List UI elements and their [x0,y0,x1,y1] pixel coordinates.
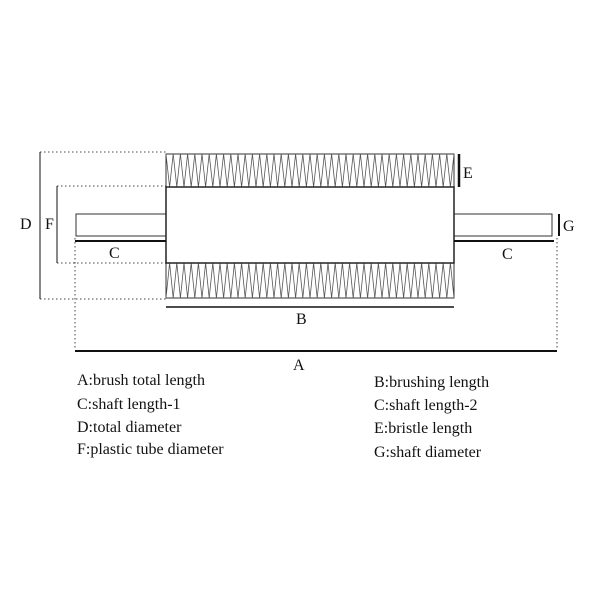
legend-e: E:bristle length [374,420,473,437]
shaft-right [453,213,553,237]
plastic-tube [165,186,455,264]
label-a: A [293,357,305,374]
legend-c2: C:shaft length-2 [374,397,478,414]
legend-d: D:total diameter [77,419,182,436]
label-b: B [296,311,307,328]
legend-c1: C:shaft length-1 [77,396,181,413]
legend-b: B:brushing length [374,374,490,391]
upper-bristles [165,153,455,188]
label-g: G [563,218,575,235]
label-c-right: C [502,246,513,263]
shaft-left [75,213,168,237]
dimension-lines [39,152,560,352]
lower-bristles [165,262,455,299]
label-d: D [20,216,32,233]
label-c-left: C [109,245,120,262]
dotted-extension-lines [40,151,558,350]
legend-g: G:shaft diameter [374,444,482,461]
label-f: F [45,216,54,233]
label-e: E [463,165,473,182]
legend-f: F:plastic tube diameter [77,441,224,458]
legend-a: A:brush total length [77,372,205,389]
